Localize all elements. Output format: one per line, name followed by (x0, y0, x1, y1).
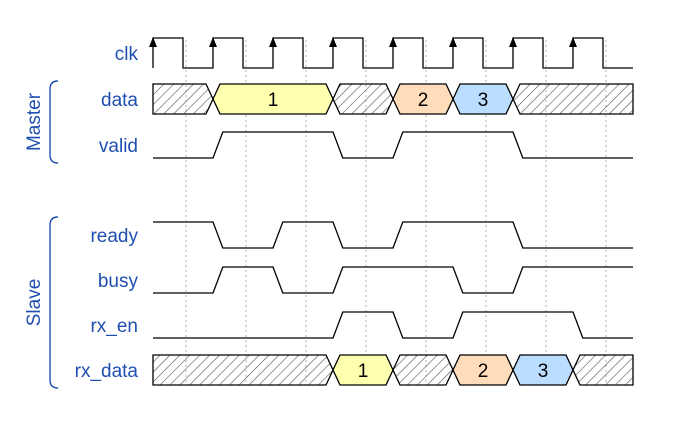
signal-waveforms: 1 2 3 1 2 3 (149, 37, 634, 386)
signal-ready (153, 221, 633, 249)
group-slave: Slave (24, 216, 59, 389)
rising-edge-arrow-icon (389, 37, 397, 47)
signal-labels: clk data valid ready busy rx_en rx_data (75, 44, 139, 382)
rising-edge-arrow-icon (329, 37, 337, 47)
signal-label: busy (98, 271, 139, 292)
bus-value-label: 1 (268, 90, 279, 111)
bus-value-label: 3 (538, 361, 549, 382)
signal-label: valid (99, 136, 138, 157)
rising-edge-arrow-icon (209, 37, 217, 47)
bus-value-label: 1 (358, 361, 369, 382)
bus-undefined-segment (572, 354, 634, 386)
rising-edge-arrow-icon (569, 37, 577, 47)
bus-undefined-segment (152, 83, 214, 115)
group-brace (49, 216, 59, 389)
clock-waveform (152, 37, 633, 69)
bit-waveform (153, 311, 633, 339)
group-label: Slave (24, 279, 45, 327)
signal-label: data (101, 90, 138, 111)
signal-label: rx_data (75, 361, 139, 382)
group-brace (49, 80, 59, 164)
signal-label: ready (90, 226, 138, 247)
rising-edge-arrow-icon (269, 37, 277, 47)
bus-undefined-segment (392, 354, 454, 386)
bus-value-label: 2 (418, 90, 429, 111)
rising-edge-arrow-icon (449, 37, 457, 47)
signal-data: 1 2 3 (152, 83, 634, 115)
bus-value-label: 2 (478, 361, 489, 382)
group-label: Master (24, 92, 45, 151)
bit-waveform (153, 221, 633, 249)
bus-undefined-segment (152, 354, 334, 386)
bus-value-label: 3 (478, 90, 489, 111)
signal-rx_en (153, 311, 633, 339)
bit-waveform (153, 131, 633, 159)
signal-label: clk (115, 44, 139, 65)
rising-edge-arrow-icon (509, 37, 517, 47)
signal-valid (153, 131, 633, 159)
signal-label: rx_en (90, 316, 138, 337)
signal-busy (153, 266, 633, 294)
signal-rx_data: 1 2 3 (152, 354, 634, 386)
bus-undefined-segment (332, 83, 394, 115)
bus-undefined-segment (512, 83, 634, 115)
group-master: Master (24, 80, 59, 164)
rising-edge-arrow-icon (149, 37, 157, 47)
signal-clk (149, 37, 633, 69)
bit-waveform (153, 266, 633, 294)
